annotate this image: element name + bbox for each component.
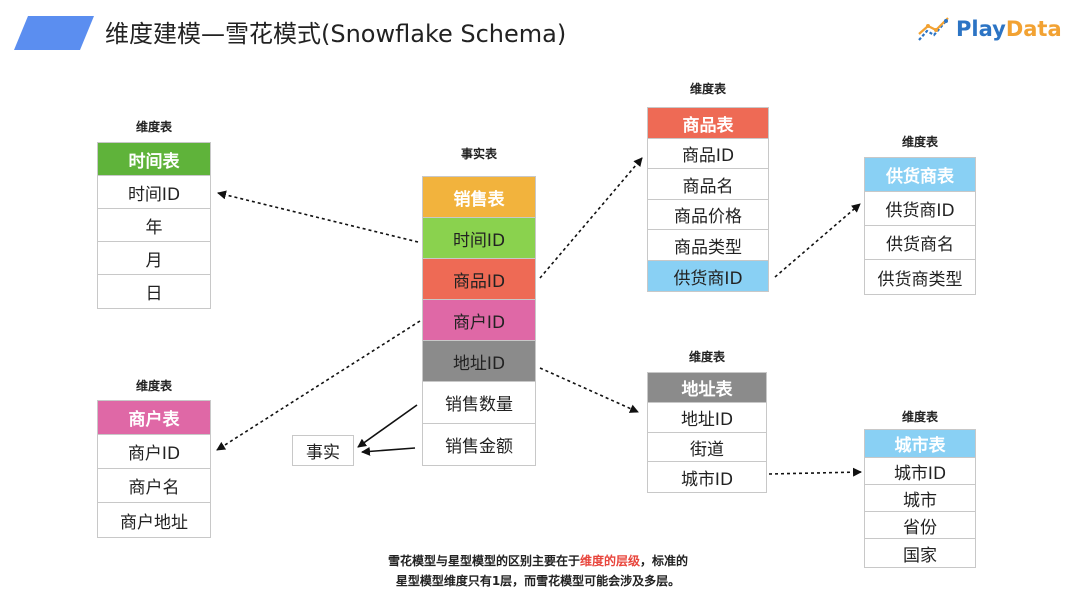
product-table-caption: 维度表 [689,82,726,96]
footnote: 雪花模型与星型模型的区别主要在于维度的层级，标准的 星型模型维度只有1层，而雪花… [300,551,776,591]
fact-row-sales-qty: 销售数量 [423,382,535,424]
time-table-header: 时间表 [98,143,210,176]
product-row: 商品ID [648,139,768,169]
city-table-header: 城市表 [865,430,975,458]
time-row: 日 [145,284,163,304]
city-row: 城市 [865,485,975,512]
city-table: 城市表 城市ID 城市 省份 国家 [864,429,976,568]
address-table-header: 地址表 [648,373,766,403]
address-table: 地址表 地址ID 街道 城市ID [647,372,767,493]
fact-row-address-id: 地址ID [423,341,535,382]
fact-table-caption: 事实表 [460,147,497,161]
address-row: 街道 [648,433,766,462]
time-table: 时间表 时间ID 年 月 日 [97,142,211,309]
supplier-table: 供货商表 供货商ID 供货商名 供货商类型 [864,157,976,295]
fact-row-merchant-id: 商户ID [423,300,535,341]
supplier-table-caption: 维度表 [901,135,938,149]
arrow-time [217,190,419,243]
footnote-line-1: 雪花模型与星型模型的区别主要在于维度的层级，标准的 [300,551,776,571]
arrow-city [768,467,862,477]
footnote-text: 雪花模型与星型模型的区别主要在于 [387,554,580,568]
brand-logo: PlayData [916,12,1062,46]
brand-data-text: Data [1005,17,1062,41]
address-table-caption: 维度表 [688,350,725,364]
arrow-merchant [216,320,421,451]
page-title: 维度建模—雪花模式(Snowflake Schema) [105,20,567,48]
time-row: 时间ID [98,176,210,209]
fact-row-product-id: 商品ID [423,259,535,300]
supplier-row: 供货商名 [865,226,975,260]
merchant-table: 商户表 商户ID 商户名 商户地址 [97,400,211,538]
product-table: 商品表 商品ID 商品名 商品价格 商品类型 供货商ID [647,107,769,292]
supplier-table-header: 供货商表 [865,158,975,192]
arrow-supplier [774,203,861,278]
city-row: 省份 [865,512,975,539]
fact-row-time-id: 时间ID [423,218,535,259]
product-table-header: 商品表 [648,108,768,139]
time-row: 月 [98,242,210,275]
arrow-fact-amount [361,446,416,456]
merchant-table-header: 商户表 [98,401,210,435]
city-row: 国家 [903,545,937,566]
fact-table-header: 销售表 [423,177,535,218]
footnote-line-2: 星型模型维度只有1层，而雪花模型可能会涉及多层。 [395,574,681,588]
chart-line-icon [918,17,949,41]
product-row: 商品类型 [648,230,768,261]
fact-row-sales-amount: 销售金额 [445,437,513,457]
city-row: 城市ID [865,458,975,485]
supplier-row: 供货商类型 [877,269,963,290]
brand-play-text: Play [956,17,1006,41]
address-row: 地址ID [648,403,766,433]
product-row-supplier-id: 供货商ID [648,261,768,291]
arrow-fact-qty [357,404,418,448]
arrow-product [539,157,643,279]
footnote-text: ，标准的 [640,554,689,568]
time-row: 年 [98,209,210,242]
merchant-table-caption: 维度表 [135,379,172,393]
city-table-caption: 维度表 [901,410,938,424]
arrow-address [539,367,639,413]
title-accent-bar [14,16,94,50]
time-table-caption: 维度表 [135,120,172,134]
product-row: 商品名 [648,169,768,200]
fact-label-box: 事实 [292,435,354,466]
fact-table: 销售表 时间ID 商品ID 商户ID 地址ID 销售数量 销售金额 [422,176,536,466]
merchant-row: 商户名 [98,469,210,503]
footnote-highlight: 维度的层级 [579,554,640,568]
supplier-row: 供货商ID [865,192,975,226]
address-row: 城市ID [680,469,734,490]
merchant-row: 商户ID [98,435,210,469]
product-row: 商品价格 [648,200,768,230]
merchant-row: 商户地址 [120,512,188,533]
